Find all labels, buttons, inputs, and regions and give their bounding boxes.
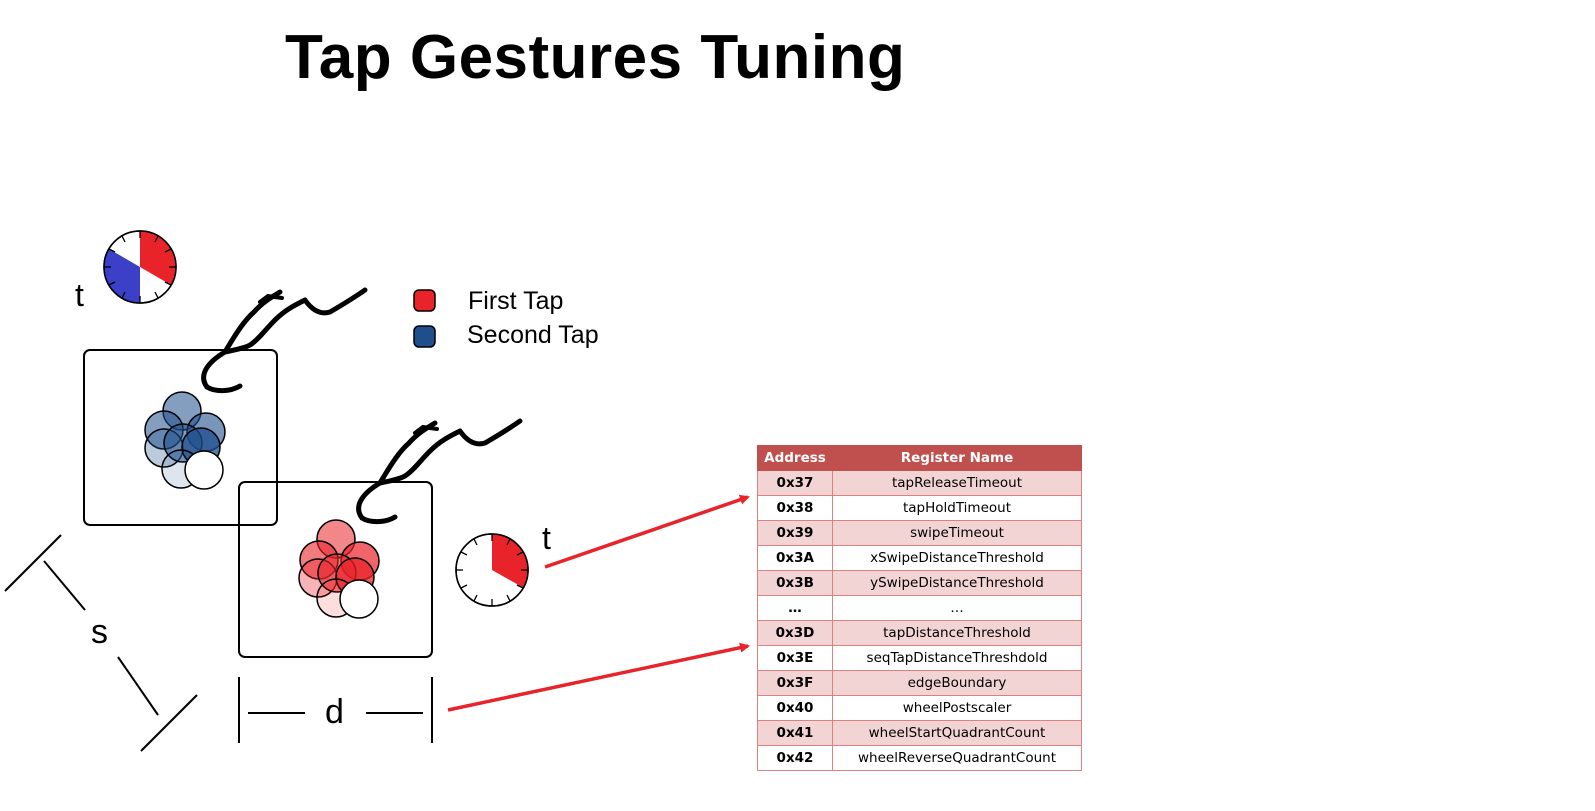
arrow-distance-to-table xyxy=(447,642,750,712)
row-register-name: swipeTimeout xyxy=(832,520,1082,546)
touch-area-second xyxy=(83,349,278,526)
row-register-name: wheelPostscaler xyxy=(832,695,1082,721)
row-register-name: wheelReverseQuadrantCount xyxy=(832,745,1082,771)
spacing-label: s xyxy=(91,613,108,651)
arrow-time-to-table xyxy=(544,494,750,569)
page-title: Tap Gestures Tuning xyxy=(285,23,906,92)
row-register-name: ySwipeDistanceThreshold xyxy=(832,570,1082,596)
first-tap-circles xyxy=(298,519,380,619)
row-register-name: edgeBoundary xyxy=(832,670,1082,696)
distance-label: d xyxy=(325,693,344,731)
time-label-top: t xyxy=(75,277,84,313)
row-address: 0x3F xyxy=(757,670,833,696)
row-register-name: wheelStartQuadrantCount xyxy=(832,720,1082,746)
spacing-bracket xyxy=(4,534,198,752)
time-label-right: t xyxy=(542,520,551,556)
touch-area-first xyxy=(238,481,433,658)
legend-second-tap: Second Tap xyxy=(467,321,599,349)
row-address: 0x42 xyxy=(757,745,833,771)
header-register-name: Register Name xyxy=(832,445,1082,471)
clock-top-icon xyxy=(103,230,177,304)
row-register-name: … xyxy=(832,595,1082,621)
row-address: 0x39 xyxy=(757,520,833,546)
row-register-name: tapReleaseTimeout xyxy=(832,470,1082,496)
row-register-name: xSwipeDistanceThreshold xyxy=(832,545,1082,571)
legend-first-tap: First Tap xyxy=(468,287,563,315)
finger-bottom-icon xyxy=(356,418,523,521)
second-tap-swatch xyxy=(413,325,436,348)
second-tap-circles xyxy=(144,391,226,490)
row-address: 0x3E xyxy=(757,645,833,671)
row-address: 0x3D xyxy=(757,620,833,646)
row-address: 0x40 xyxy=(757,695,833,721)
table-header-row: Address Register Name xyxy=(757,445,1082,471)
row-address: 0x3B xyxy=(757,570,833,596)
header-address: Address xyxy=(757,445,833,471)
row-address: … xyxy=(757,595,833,621)
row-address: 0x38 xyxy=(757,495,833,521)
table-row: …… xyxy=(757,595,1082,621)
row-register-name: seqTapDistanceThreshdold xyxy=(832,645,1082,671)
first-tap-swatch xyxy=(413,289,436,312)
finger-top-icon xyxy=(201,287,368,390)
row-register-name: tapHoldTimeout xyxy=(832,495,1082,521)
row-address: 0x3A xyxy=(757,545,833,571)
row-register-name: tapDistanceThreshold xyxy=(832,620,1082,646)
row-address: 0x37 xyxy=(757,470,833,496)
clock-right-icon xyxy=(455,533,529,607)
distance-bracket xyxy=(238,677,433,743)
row-address: 0x41 xyxy=(757,720,833,746)
